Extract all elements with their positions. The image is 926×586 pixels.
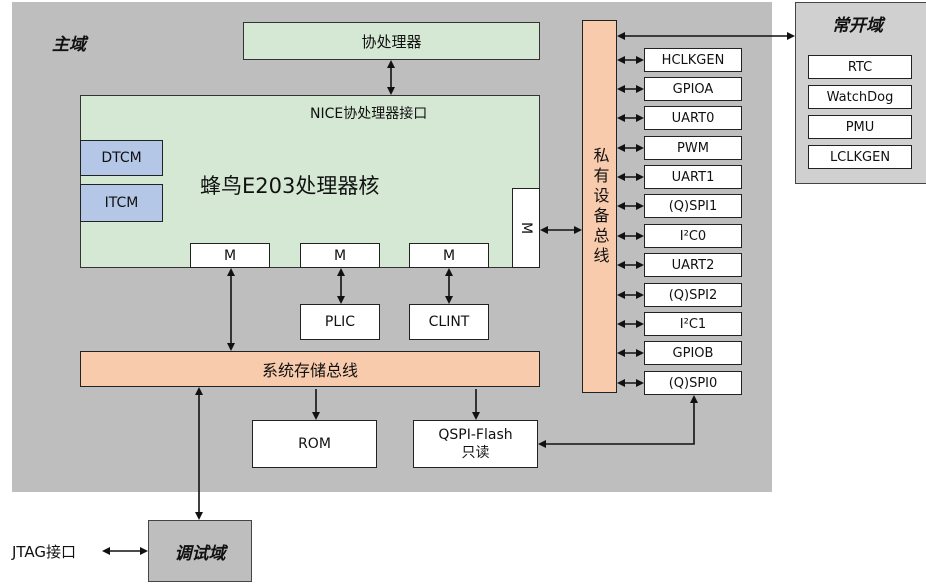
- peripheral-hclkgen: HCLKGEN: [644, 48, 742, 72]
- qspi-flash-line1: QSPI-Flash: [438, 427, 513, 443]
- private-device-bus-label: 私有设备总线: [590, 146, 610, 267]
- system-memory-bus: 系统存储总线: [80, 351, 540, 387]
- dtcm-block: DTCM: [80, 140, 163, 176]
- peripheral-uart1: UART1: [644, 165, 742, 189]
- always-on-domain-label: 常开域: [832, 16, 883, 36]
- master-port-1: M: [190, 243, 270, 268]
- always-on-item-rtc: RTC: [808, 55, 912, 79]
- peripheral-gpioa: GPIOA: [644, 77, 742, 101]
- peripheral-i2c0: I²C0: [644, 224, 742, 248]
- always-on-item-lclkgen: LCLKGEN: [808, 145, 912, 169]
- clint-block: CLINT: [409, 304, 489, 340]
- peripheral-i2c1: I²C1: [644, 312, 742, 336]
- peripheral-qspi2: (Q)SPI2: [644, 283, 742, 307]
- itcm-block: ITCM: [80, 184, 163, 222]
- peripheral-qspi0: (Q)SPI0: [644, 371, 742, 395]
- master-port-3: M: [409, 243, 489, 268]
- jtag-interface-label: JTAG接口: [12, 543, 77, 561]
- processor-core: [80, 95, 540, 268]
- main-domain-label: 主域: [52, 35, 86, 55]
- always-on-item-pmu: PMU: [808, 115, 912, 139]
- coprocessor: 协处理器: [243, 22, 540, 60]
- core-title: 蜂鸟E203处理器核: [200, 174, 380, 198]
- master-port-2: M: [300, 243, 380, 268]
- nice-interface-label: NICE协处理器接口: [310, 106, 428, 122]
- peripheral-uart0: UART0: [644, 106, 742, 130]
- qspi-flash-block: QSPI-Flash 只读: [413, 420, 538, 468]
- private-device-bus: 私有设备总线: [582, 20, 617, 393]
- peripheral-pwm: PWM: [644, 136, 742, 160]
- master-port-right: M: [512, 188, 540, 268]
- debug-domain: 调试域: [148, 520, 252, 582]
- peripheral-qspi1: (Q)SPI1: [644, 194, 742, 218]
- peripheral-uart2: UART2: [644, 253, 742, 277]
- peripheral-gpiob: GPIOB: [644, 341, 742, 365]
- qspi-flash-line2: 只读: [461, 445, 490, 461]
- plic-block: PLIC: [300, 304, 380, 340]
- always-on-item-watchdog: WatchDog: [808, 85, 912, 109]
- rom-block: ROM: [252, 420, 377, 468]
- debug-domain-label: 调试域: [174, 543, 226, 564]
